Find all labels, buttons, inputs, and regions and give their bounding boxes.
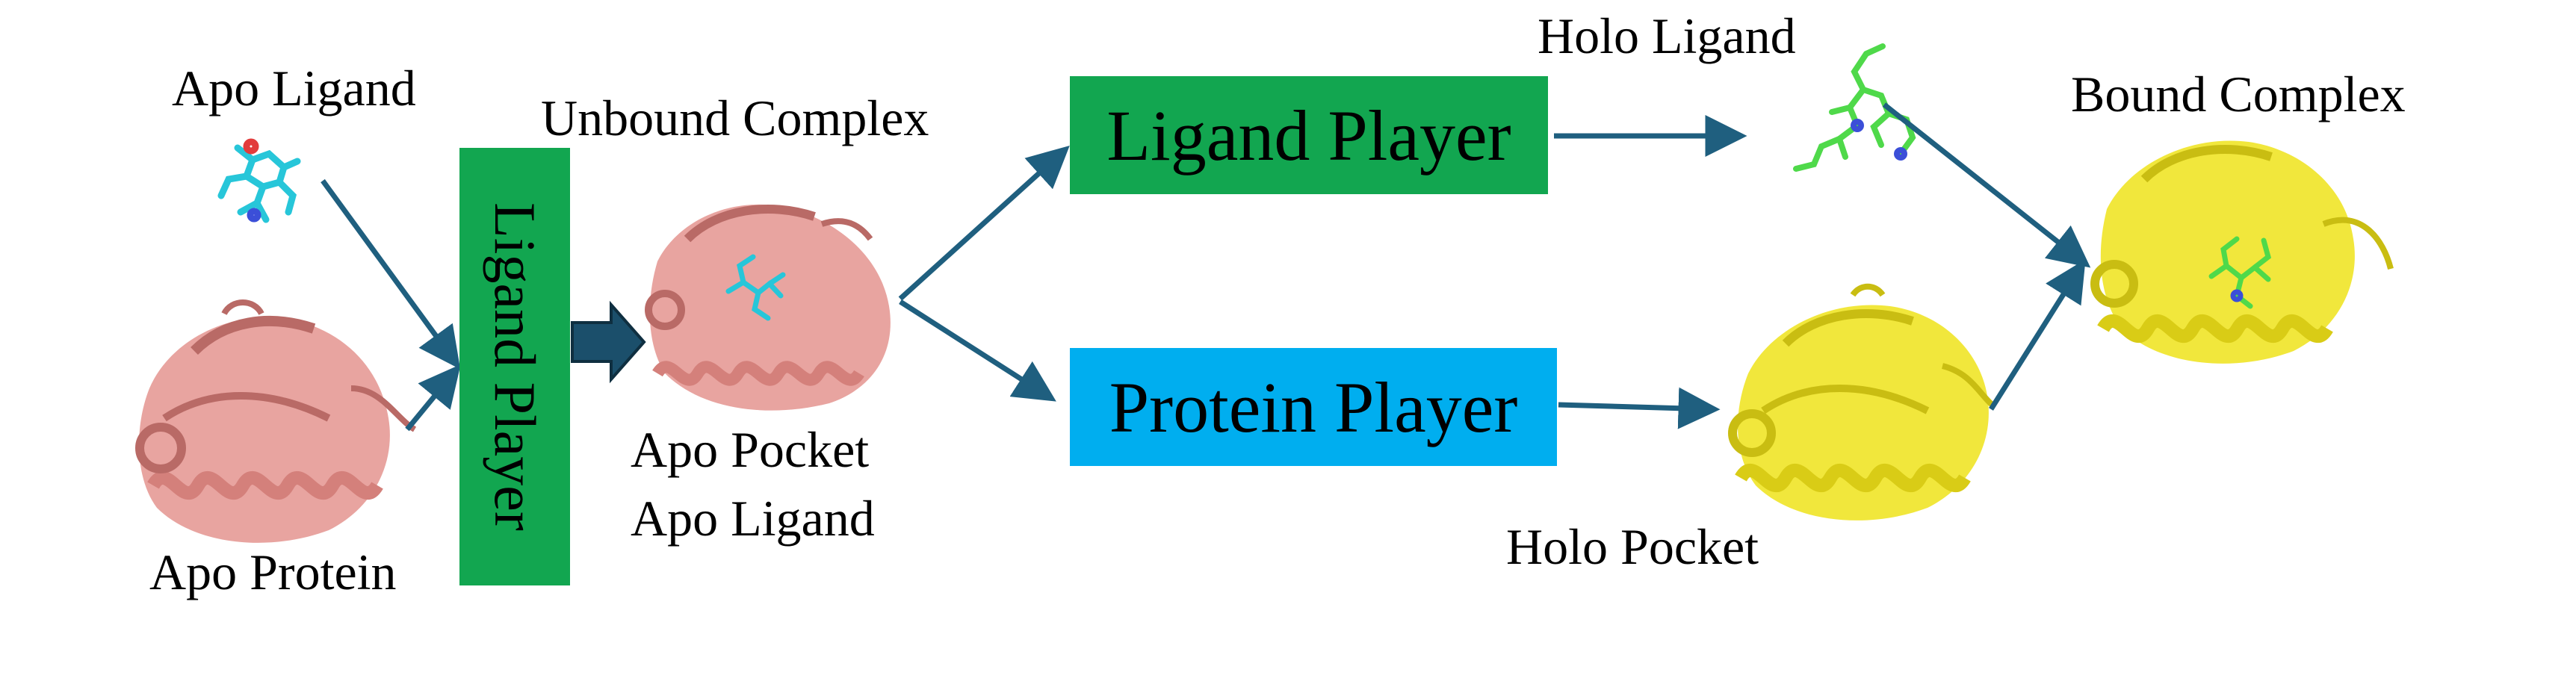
apo-ligand-label-2: Apo Ligand [631,490,875,547]
protein-player-label: Protein Player [1109,367,1518,447]
flow-arrows [321,102,2091,432]
block-arrow [571,300,646,384]
ligand-player-vertical-box: Ligand Player [459,148,570,585]
arrow-holo-pocket-to-bound-complex [1989,259,2086,411]
unbound-complex-structure-icon [645,204,891,411]
arrow-apo-protein-to-ligand-player [405,364,461,432]
bound-complex-structure-icon [2090,140,2394,364]
protein-player-box: Protein Player [1070,348,1557,466]
apo-protein-structure-icon [135,299,417,543]
apo-protein-label: Apo Protein [149,544,397,600]
unbound-complex-label: Unbound Complex [541,90,929,146]
ligand-player-label: Ligand Player [1106,95,1511,175]
holo-protein-structure-icon [1728,283,1997,520]
apo-ligand-label: Apo Ligand [172,60,416,116]
arrow-apo-ligand-to-ligand-player [321,178,461,370]
arrow-complex-to-protein-player [899,299,1056,402]
holo-ligand-molecule-icon [1793,43,1916,172]
holo-pocket-label: Holo Pocket [1506,518,1759,575]
holo-ligand-label: Holo Ligand [1538,7,1796,64]
arrow-protein-player-to-holo-pocket [1558,387,1721,429]
apo-ligand-molecule-icon [217,138,301,223]
arrow-complex-to-ligand-player [898,145,1070,301]
bound-complex-label: Bound Complex [2071,66,2406,122]
arrow-holo-ligand-to-bound-complex [1882,102,2091,268]
apo-pocket-label: Apo Pocket [631,421,870,478]
ligand-player-vertical-label: Ligand Player [483,202,548,531]
ligand-player-box: Ligand Player [1070,76,1548,194]
